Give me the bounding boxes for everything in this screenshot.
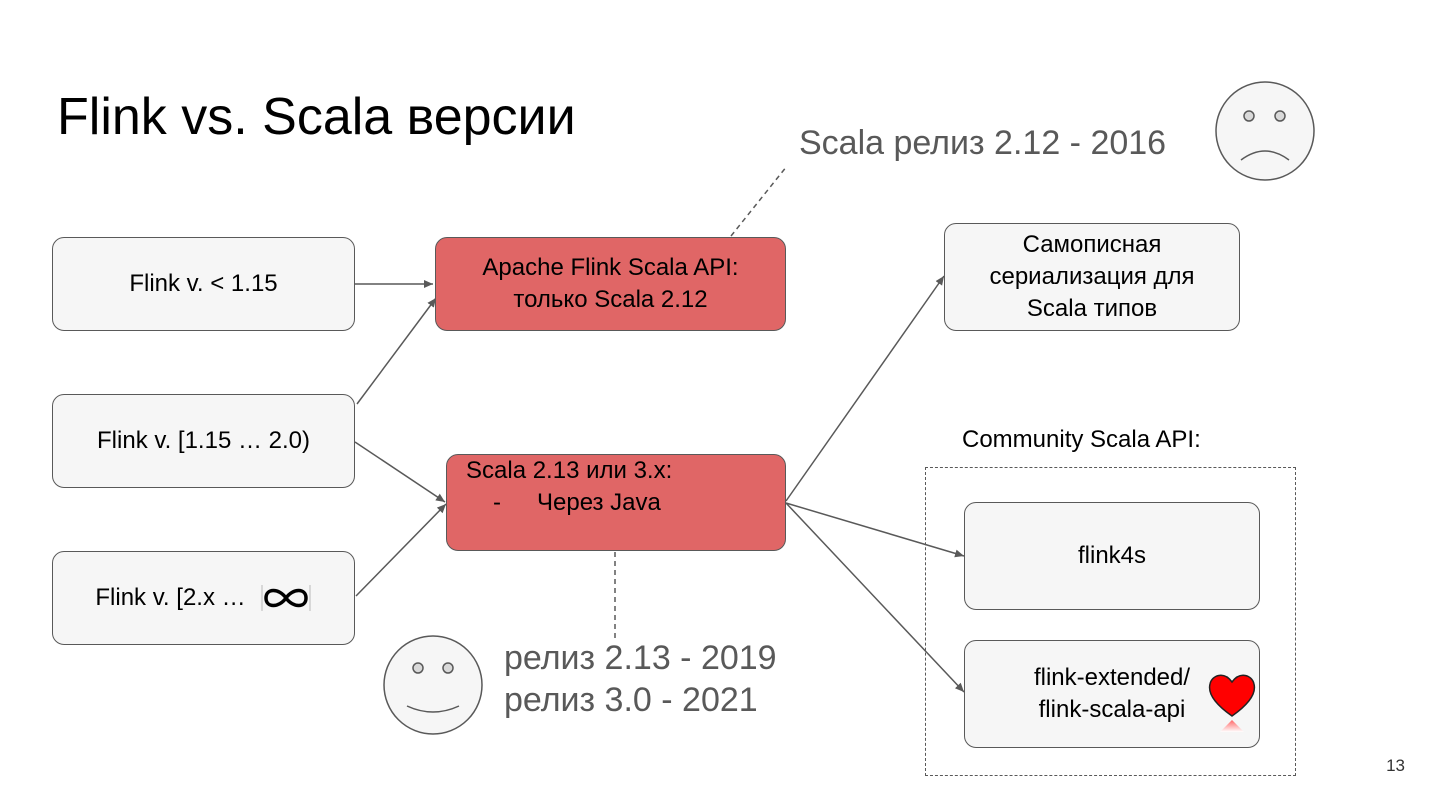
dashed-link-212-note xyxy=(730,165,788,237)
flink-version-lt115-box: Flink v. < 1.15 xyxy=(52,237,355,331)
scala212-release-note: Scala релиз 2.12 - 2016 xyxy=(799,124,1167,162)
page-number: 13 xyxy=(1386,756,1405,775)
arrow-scala-java-to-flink-extended xyxy=(785,502,965,693)
arrow-scala-java-to-flink4s xyxy=(785,502,965,558)
infinity-icon xyxy=(261,585,311,611)
custom-serialization-line2: сериализация для xyxy=(989,263,1195,290)
heart-icon xyxy=(1208,674,1256,732)
flink-scala-api-box: Apache Flink Scala API: только Scala 2.1… xyxy=(435,237,786,331)
smiley-face-icon xyxy=(383,635,483,735)
custom-serialization-box: Самописная сериализация для Scala типов xyxy=(944,223,1240,331)
sad-face-icon xyxy=(1215,81,1315,181)
scala-via-java-box: Scala 2.13 или 3.x: - Через Java xyxy=(446,454,786,551)
flink-version-2x-label: Flink v. [2.x … xyxy=(95,584,246,611)
arrow-scala-java-to-serialization xyxy=(785,275,945,502)
arrow-2x-to-scala-java xyxy=(355,503,447,597)
flink-extended-line2: flink-scala-api xyxy=(1038,696,1186,723)
community-api-container xyxy=(925,467,1296,776)
flink-scala-api-line1: Apache Flink Scala API: xyxy=(482,254,739,281)
scala-via-java-line2: Через Java xyxy=(537,489,661,516)
custom-serialization-line3: Scala типов xyxy=(1026,295,1158,322)
flink-version-lt115-label: Flink v. < 1.15 xyxy=(129,270,278,297)
arrow-115-to-flink-api xyxy=(356,297,437,405)
scala-via-java-line1: Scala 2.13 или 3.x: xyxy=(466,457,673,484)
page-title: Flink vs. Scala версии xyxy=(57,88,576,146)
scala3-release-note: релиз 3.0 - 2021 xyxy=(504,681,758,719)
flink-scala-api-line2: только Scala 2.12 xyxy=(513,286,708,313)
flink4s-box: flink4s xyxy=(964,502,1260,610)
custom-serialization-line1: Самописная xyxy=(1022,231,1162,258)
flink-version-115-20-label: Flink v. [1.15 … 2.0) xyxy=(97,427,310,454)
scala-via-java-bullet-row: - Через Java xyxy=(466,487,661,519)
scala213-release-note: релиз 2.13 - 2019 xyxy=(504,639,777,677)
flink-version-2x-box: Flink v. [2.x … xyxy=(52,551,355,645)
bullet-dash: - xyxy=(493,489,501,516)
flink-version-115-20-box: Flink v. [1.15 … 2.0) xyxy=(52,394,355,488)
community-scala-api-label: Community Scala API: xyxy=(962,426,1201,453)
flink-extended-line1: flink-extended/ xyxy=(1033,664,1191,691)
flink4s-label: flink4s xyxy=(1077,542,1147,569)
arrow-115-to-scala-java xyxy=(354,441,446,503)
